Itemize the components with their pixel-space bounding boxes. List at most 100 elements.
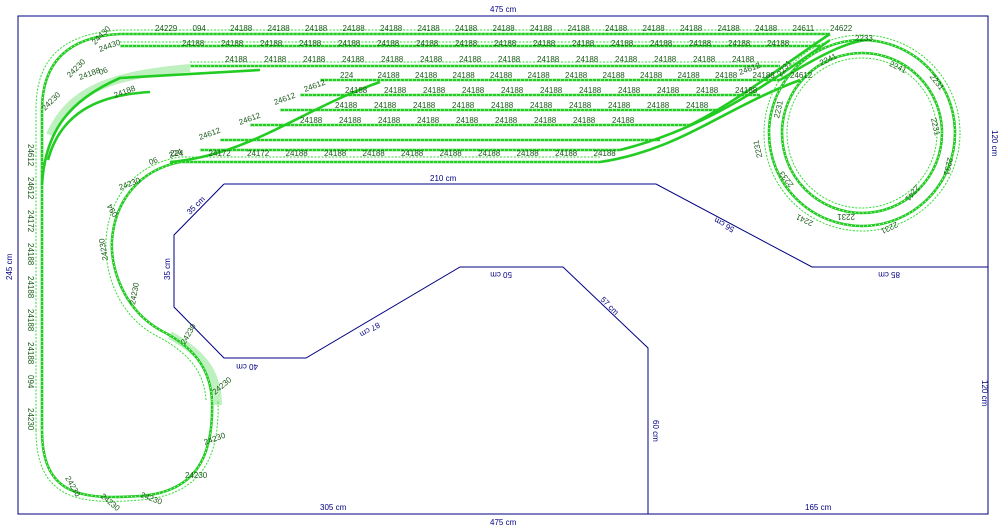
track-label-row5: 24188 — [462, 86, 485, 95]
track-label-left-curve: 24188 — [26, 243, 35, 266]
track-label-row1: 24188 — [643, 24, 666, 33]
track-label-row4: 24188 — [453, 71, 476, 80]
track-label-row2: 24188 — [182, 39, 205, 48]
track-label-row8: 24172 — [209, 149, 232, 158]
track-main-inner2 — [46, 90, 151, 161]
track-label-row6: 24188 — [374, 101, 397, 110]
track-label-row5: 24188 — [501, 86, 524, 95]
track-label-row1: 24188 — [380, 24, 403, 33]
track-label-row1: 24188 — [305, 24, 328, 33]
dim-right-height: 120 cm — [980, 380, 989, 407]
dim-inner-210: 210 cm — [430, 174, 457, 183]
track-label-row1: 24188 — [605, 24, 628, 33]
dim-inner-305: 305 cm — [320, 503, 347, 512]
track-label-row4: 24188 — [528, 71, 551, 80]
track-label-helix: 2241 — [818, 51, 838, 67]
track-label-loop: 094 — [105, 202, 120, 219]
track-label-row1: 24188 — [230, 24, 253, 33]
dim-inner-56: 56 cm — [712, 215, 736, 234]
track-label-row4: 24188 — [753, 71, 776, 80]
track-label-row1: 24188 — [568, 24, 591, 33]
track-label-helix: 2241 — [794, 212, 814, 228]
track-label-row7: 24188 — [300, 116, 323, 125]
track-label-row8: 24188 — [555, 149, 578, 158]
track-label-helix: 2231 — [772, 99, 785, 119]
track-label-row1: 24188 — [455, 24, 478, 33]
track-label-helix: 2231 — [837, 212, 855, 221]
track-label-row4: 224 — [340, 71, 354, 80]
track-label-misc: 24612 — [303, 78, 328, 94]
track-label-row3: 24188 — [654, 55, 677, 64]
track-label-row7: 24188 — [495, 116, 518, 125]
track-label-row1: 24188 — [268, 24, 291, 33]
track-label-row8: 24188 — [363, 149, 386, 158]
track-label-row4: 24188 — [415, 71, 438, 80]
track-label-row7: 24188 — [378, 116, 401, 125]
track-label-row6: 24188 — [569, 101, 592, 110]
track-label-row2: 24188 — [455, 39, 478, 48]
track-label-row3: 24188 — [303, 55, 326, 64]
track-label-row3: 24188 — [693, 55, 716, 64]
helix-main-outer — [767, 38, 957, 228]
track-label-left-curve: 094 — [26, 375, 35, 389]
track-label-row3: 24188 — [342, 55, 365, 64]
track-label-helix: 2233 — [855, 34, 873, 43]
track-label-row4: 24612 — [790, 71, 813, 80]
dim-inner-165: 165 cm — [805, 503, 832, 512]
track-label-row7: 24188 — [339, 116, 362, 125]
board-outline — [17, 15, 989, 515]
track-label-row3: 24188 — [225, 55, 248, 64]
track-label-row4: 24188 — [565, 71, 588, 80]
track-label-helix: 2241 — [888, 59, 908, 75]
track-label-row2: 24188 — [416, 39, 439, 48]
track-label-row5: 24188 — [618, 86, 641, 95]
inner-aisle-outline — [224, 183, 988, 268]
ladder-right-2 — [619, 38, 831, 152]
track-label-row2: 24188 — [650, 39, 673, 48]
track-label-row6: 24188 — [686, 101, 709, 110]
track-label-row3: 24188 — [381, 55, 404, 64]
track-label-row6: 24188 — [530, 101, 553, 110]
track-label-row2: 24188 — [299, 39, 322, 48]
track-label-row3: 24188 — [537, 55, 560, 64]
track-label-row2: 24188 — [260, 39, 283, 48]
track-label-row2: 24188 — [377, 39, 400, 48]
track-label-row2: 24188 — [611, 39, 634, 48]
track-label-row6: 24188 — [647, 101, 670, 110]
track-main-left — [40, 32, 830, 430]
dim-inner-35b: 35 cm — [163, 258, 172, 280]
ladder-right — [599, 78, 801, 164]
track-label-row8: 24188 — [517, 149, 540, 158]
track-label-left-curve: 24172 — [26, 210, 35, 233]
track-label-row3: 24188 — [420, 55, 443, 64]
track-label-left-curve: 24188 — [26, 276, 35, 299]
track-label-row1: 24188 — [418, 24, 441, 33]
track-group — [35, 29, 961, 502]
track-label-row4: 24188 — [678, 71, 701, 80]
track-label-row2: 24188 — [494, 39, 517, 48]
track-label-left-curve: 24188 — [26, 309, 35, 332]
track-label-row2: 24188 — [767, 39, 790, 48]
dim-inner-40: 40 cm — [236, 362, 258, 371]
track-label-row7: 24188 — [456, 116, 479, 125]
track-ties-bottom — [41, 399, 213, 498]
track-label-row5: 24188 — [384, 86, 407, 95]
track-label-row4: 24188 — [603, 71, 626, 80]
track-label-row5: 24188 — [423, 86, 446, 95]
track-label-row2: 24188 — [572, 39, 595, 48]
track-label-row1: 24611 — [793, 24, 815, 33]
track-label-row1: 24188 — [530, 24, 553, 33]
dim-inner-60: 60 cm — [651, 420, 660, 442]
track-label-row8: 24188 — [478, 149, 501, 158]
track-label-row2: 24188 — [221, 39, 244, 48]
track-label-row8: 24188 — [594, 149, 617, 158]
track-label-row1: 24188 — [755, 24, 778, 33]
track-label-row5: 24188 — [540, 86, 563, 95]
track-label-row8: 24188 — [286, 149, 309, 158]
track-label-row8: 24188 — [440, 149, 463, 158]
track-label-misc: 06 — [148, 155, 160, 167]
track-label-helix: 2231 — [942, 157, 955, 177]
track-label-row4: 24188 — [378, 71, 401, 80]
dim-inner-87: 87 cm — [358, 320, 382, 339]
